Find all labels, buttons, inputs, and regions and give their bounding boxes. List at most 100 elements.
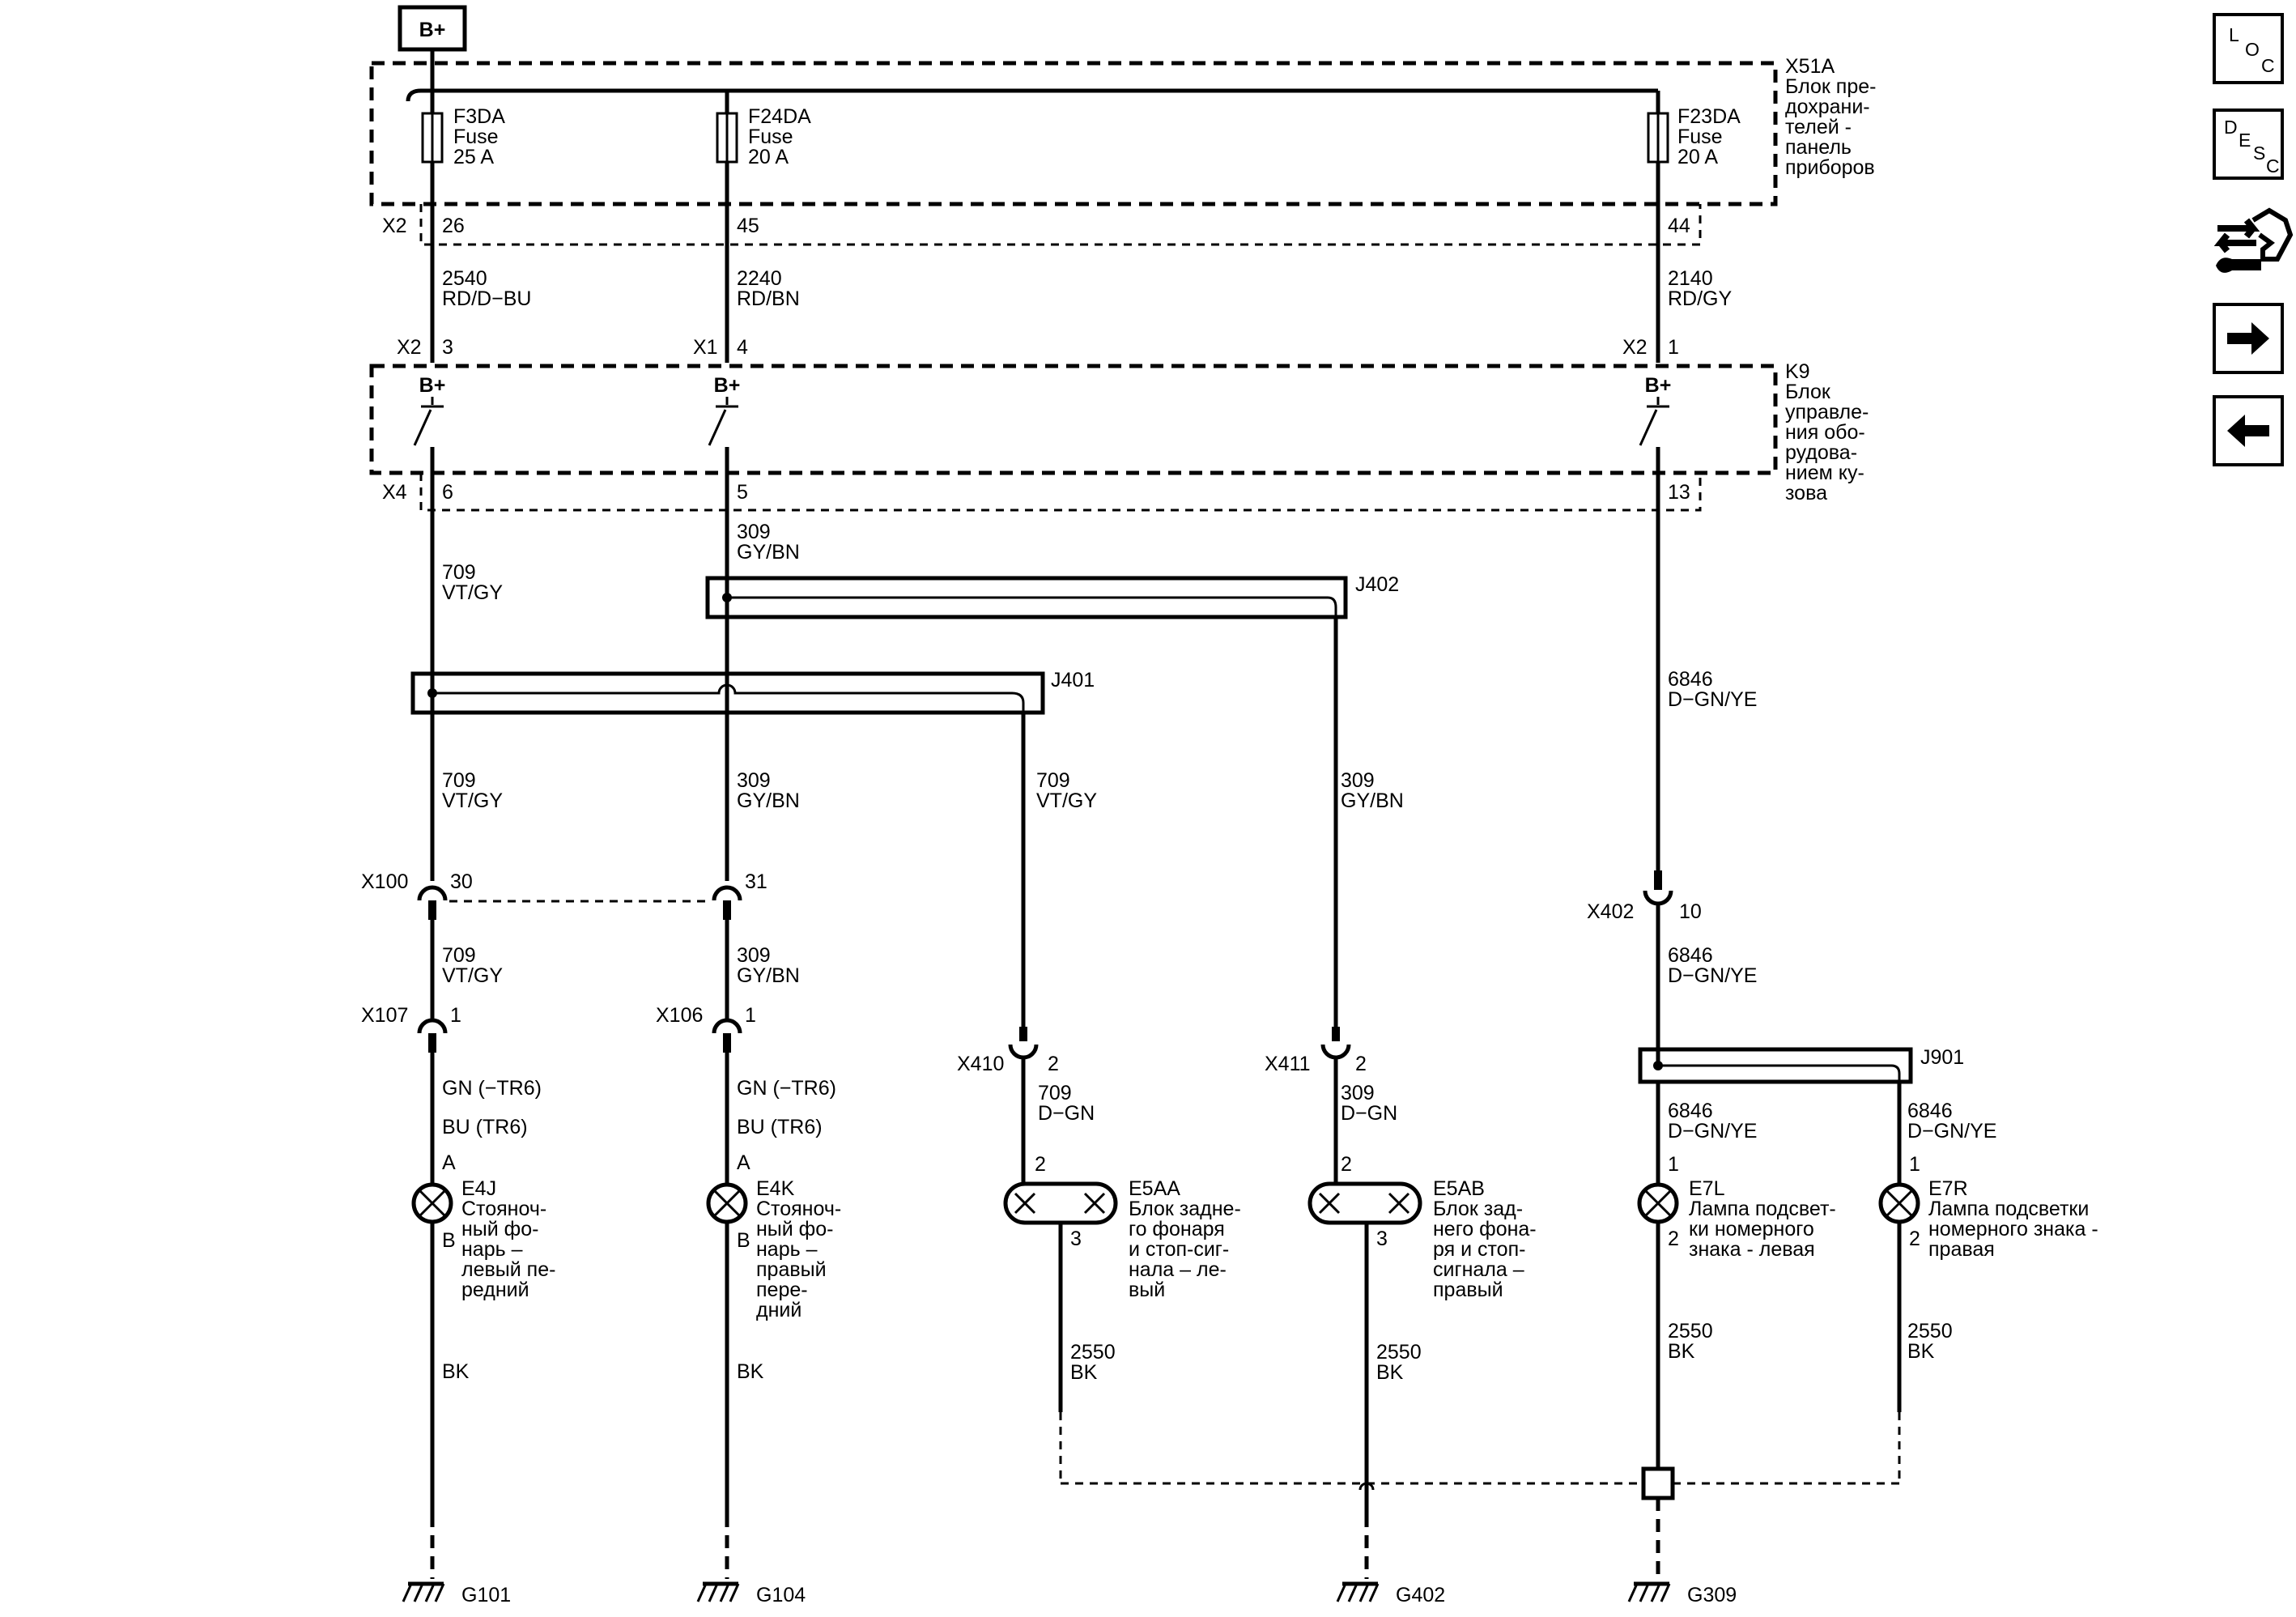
splice-j402: J402: [705, 573, 1399, 619]
location-button[interactable]: L O C: [2213, 13, 2284, 84]
wire-number: 6846: [1907, 1100, 1953, 1122]
connector-tools-button[interactable]: [2213, 202, 2294, 283]
lamp-pin: 2: [1341, 1153, 1352, 1176]
lamp-pin: 1: [1668, 1153, 1679, 1176]
connector-x402: X402 10: [1587, 870, 1702, 1062]
fuse-f23da: F23DA Fuse 20 A: [1647, 105, 1741, 168]
body-control-module-k9: K9 Блок управле- ния обо- рудова- нием к…: [369, 360, 1869, 504]
connector-x411: X411 2: [1265, 1027, 1367, 1185]
connector-pin: 10: [1679, 900, 1702, 923]
bcm-input-label: B+: [714, 374, 741, 397]
wire-color: BK: [1907, 1340, 1935, 1363]
ground-ref: G101: [461, 1584, 511, 1606]
lamp-desc: и стоп-сиг-: [1129, 1238, 1229, 1261]
wire-number: 309: [737, 944, 771, 967]
lamp-ref: E7R: [1928, 1177, 1968, 1200]
lamp-desc: правый: [756, 1258, 827, 1281]
loc-letter: C: [2261, 55, 2275, 76]
lamp-desc: Стояноч-: [461, 1198, 546, 1220]
connector-pin: 13: [1668, 481, 1690, 504]
lamp-e5aa: 2 3 E5AA Блок задне- го фонаря и стоп-си…: [1003, 1153, 1241, 1301]
b-plus-supply: B+: [398, 5, 467, 91]
connector-ref: X2: [382, 215, 407, 237]
lamp-desc: Блок зад-: [1433, 1198, 1523, 1220]
wire-number: 709: [442, 769, 476, 792]
wire-number: 709: [442, 561, 476, 584]
connector-pin: 2: [1048, 1053, 1059, 1075]
lamp-e4j: A B E4J Стояноч- ный фо- нарь – левый пе…: [411, 1151, 555, 1301]
lamp-ref: E7L: [1689, 1177, 1725, 1200]
lamp-desc: сигнала –: [1433, 1258, 1524, 1281]
wire-number: 2140: [1668, 267, 1713, 290]
fuse-ref: F3DA: [453, 105, 505, 128]
bcm-desc-5: нием ку-: [1785, 462, 1864, 484]
wire-number: 2240: [737, 267, 782, 290]
wire-color: RD/GY: [1668, 287, 1733, 310]
connector-pin: 2: [1355, 1053, 1367, 1075]
lamp-desc: ный фо-: [461, 1218, 538, 1240]
connector-ref: X411: [1265, 1053, 1311, 1075]
wire-number: 2550: [1070, 1341, 1116, 1364]
fuse-ref: F23DA: [1677, 105, 1741, 128]
desc-letter: D: [2224, 117, 2238, 138]
lamp-desc: нарь –: [756, 1238, 818, 1261]
bcm-input-label: B+: [1645, 374, 1672, 397]
connector-x100: X100 30 31: [361, 870, 767, 920]
wire-number: 2550: [1376, 1341, 1422, 1364]
lamp-desc: знака - левая: [1689, 1238, 1815, 1261]
connector-pin: 1: [450, 1004, 461, 1027]
connector-pin: 1: [1668, 336, 1679, 359]
lamp-desc: Стояноч-: [756, 1198, 841, 1220]
connector-ref: X2: [397, 336, 422, 359]
fuse-f24da: F24DA Fuse 20 A: [716, 105, 811, 168]
lamp-pin: 2: [1668, 1228, 1679, 1250]
connector-pin: 26: [442, 215, 465, 237]
ground-g309: G309: [1627, 1581, 1737, 1606]
prev-page-button[interactable]: [2213, 395, 2284, 466]
fuse-block-desc-2: дохрани-: [1785, 96, 1870, 118]
next-page-button[interactable]: [2213, 303, 2284, 374]
wire-color-alt: BU (TR6): [737, 1116, 823, 1138]
wire-number: 6846: [1668, 944, 1713, 967]
wire-color: BK: [1376, 1361, 1404, 1384]
lamp-e7r: 1 2 E7R Лампа подсветки номерного знака …: [1878, 1153, 2098, 1261]
connector-x106: X106 1: [656, 1004, 756, 1053]
connector-pin: 30: [450, 870, 473, 893]
wire-color: VT/GY: [442, 789, 503, 812]
description-button[interactable]: D E S C: [2213, 109, 2284, 180]
ground-g104: G104: [696, 1581, 806, 1606]
wire-color: GY/BN: [737, 789, 800, 812]
lamp-desc: редний: [461, 1279, 529, 1301]
wire-color: D−GN: [1038, 1102, 1095, 1125]
fuse-kind: Fuse: [1677, 126, 1723, 148]
lamp-desc: дний: [756, 1299, 801, 1321]
ground-bus: [1059, 1412, 1901, 1579]
wire-number: 309: [737, 521, 771, 543]
connector-ref: X107: [361, 1004, 408, 1027]
lamp-desc: правая: [1928, 1238, 1995, 1261]
wire-number: 6846: [1668, 668, 1713, 691]
wire-number: 2550: [1668, 1320, 1713, 1343]
desc-letter: E: [2239, 130, 2251, 151]
connector-pin: 44: [1668, 215, 1690, 237]
connector-x107: X107 1: [361, 1004, 461, 1053]
lamp-ref: E5AB: [1433, 1177, 1485, 1200]
lamp-e5ab: 2 3 E5AB Блок зад- него фона- ря и стоп-…: [1307, 1153, 1537, 1301]
lamp-desc: него фона-: [1433, 1218, 1537, 1240]
wire-color: GY/BN: [737, 964, 800, 987]
connector-pin: 45: [737, 215, 759, 237]
splice-ref: J401: [1051, 669, 1095, 691]
lamp-pin: 2: [1909, 1228, 1920, 1250]
lamp-e4k: A B E4K Стояноч- ный фо- нарь – правый п…: [706, 1151, 841, 1321]
bcm-desc-1: Блок: [1785, 381, 1831, 403]
lamp-ref: E4K: [756, 1177, 795, 1200]
wire-color-alt: GN (−TR6): [737, 1077, 836, 1100]
ground-g101: G101: [402, 1581, 511, 1606]
lamp-e7l: 1 2 E7L Лампа подсвет- ки номерного знак…: [1637, 1153, 1836, 1261]
wire-number: 709: [442, 944, 476, 967]
connector-bcm-x4: X4 6 5 13: [382, 473, 1702, 512]
connector-ref: X1: [693, 336, 718, 359]
desc-letter: S: [2253, 143, 2266, 164]
connector-ref: X402: [1587, 900, 1634, 923]
supply-label: B+: [419, 19, 446, 41]
